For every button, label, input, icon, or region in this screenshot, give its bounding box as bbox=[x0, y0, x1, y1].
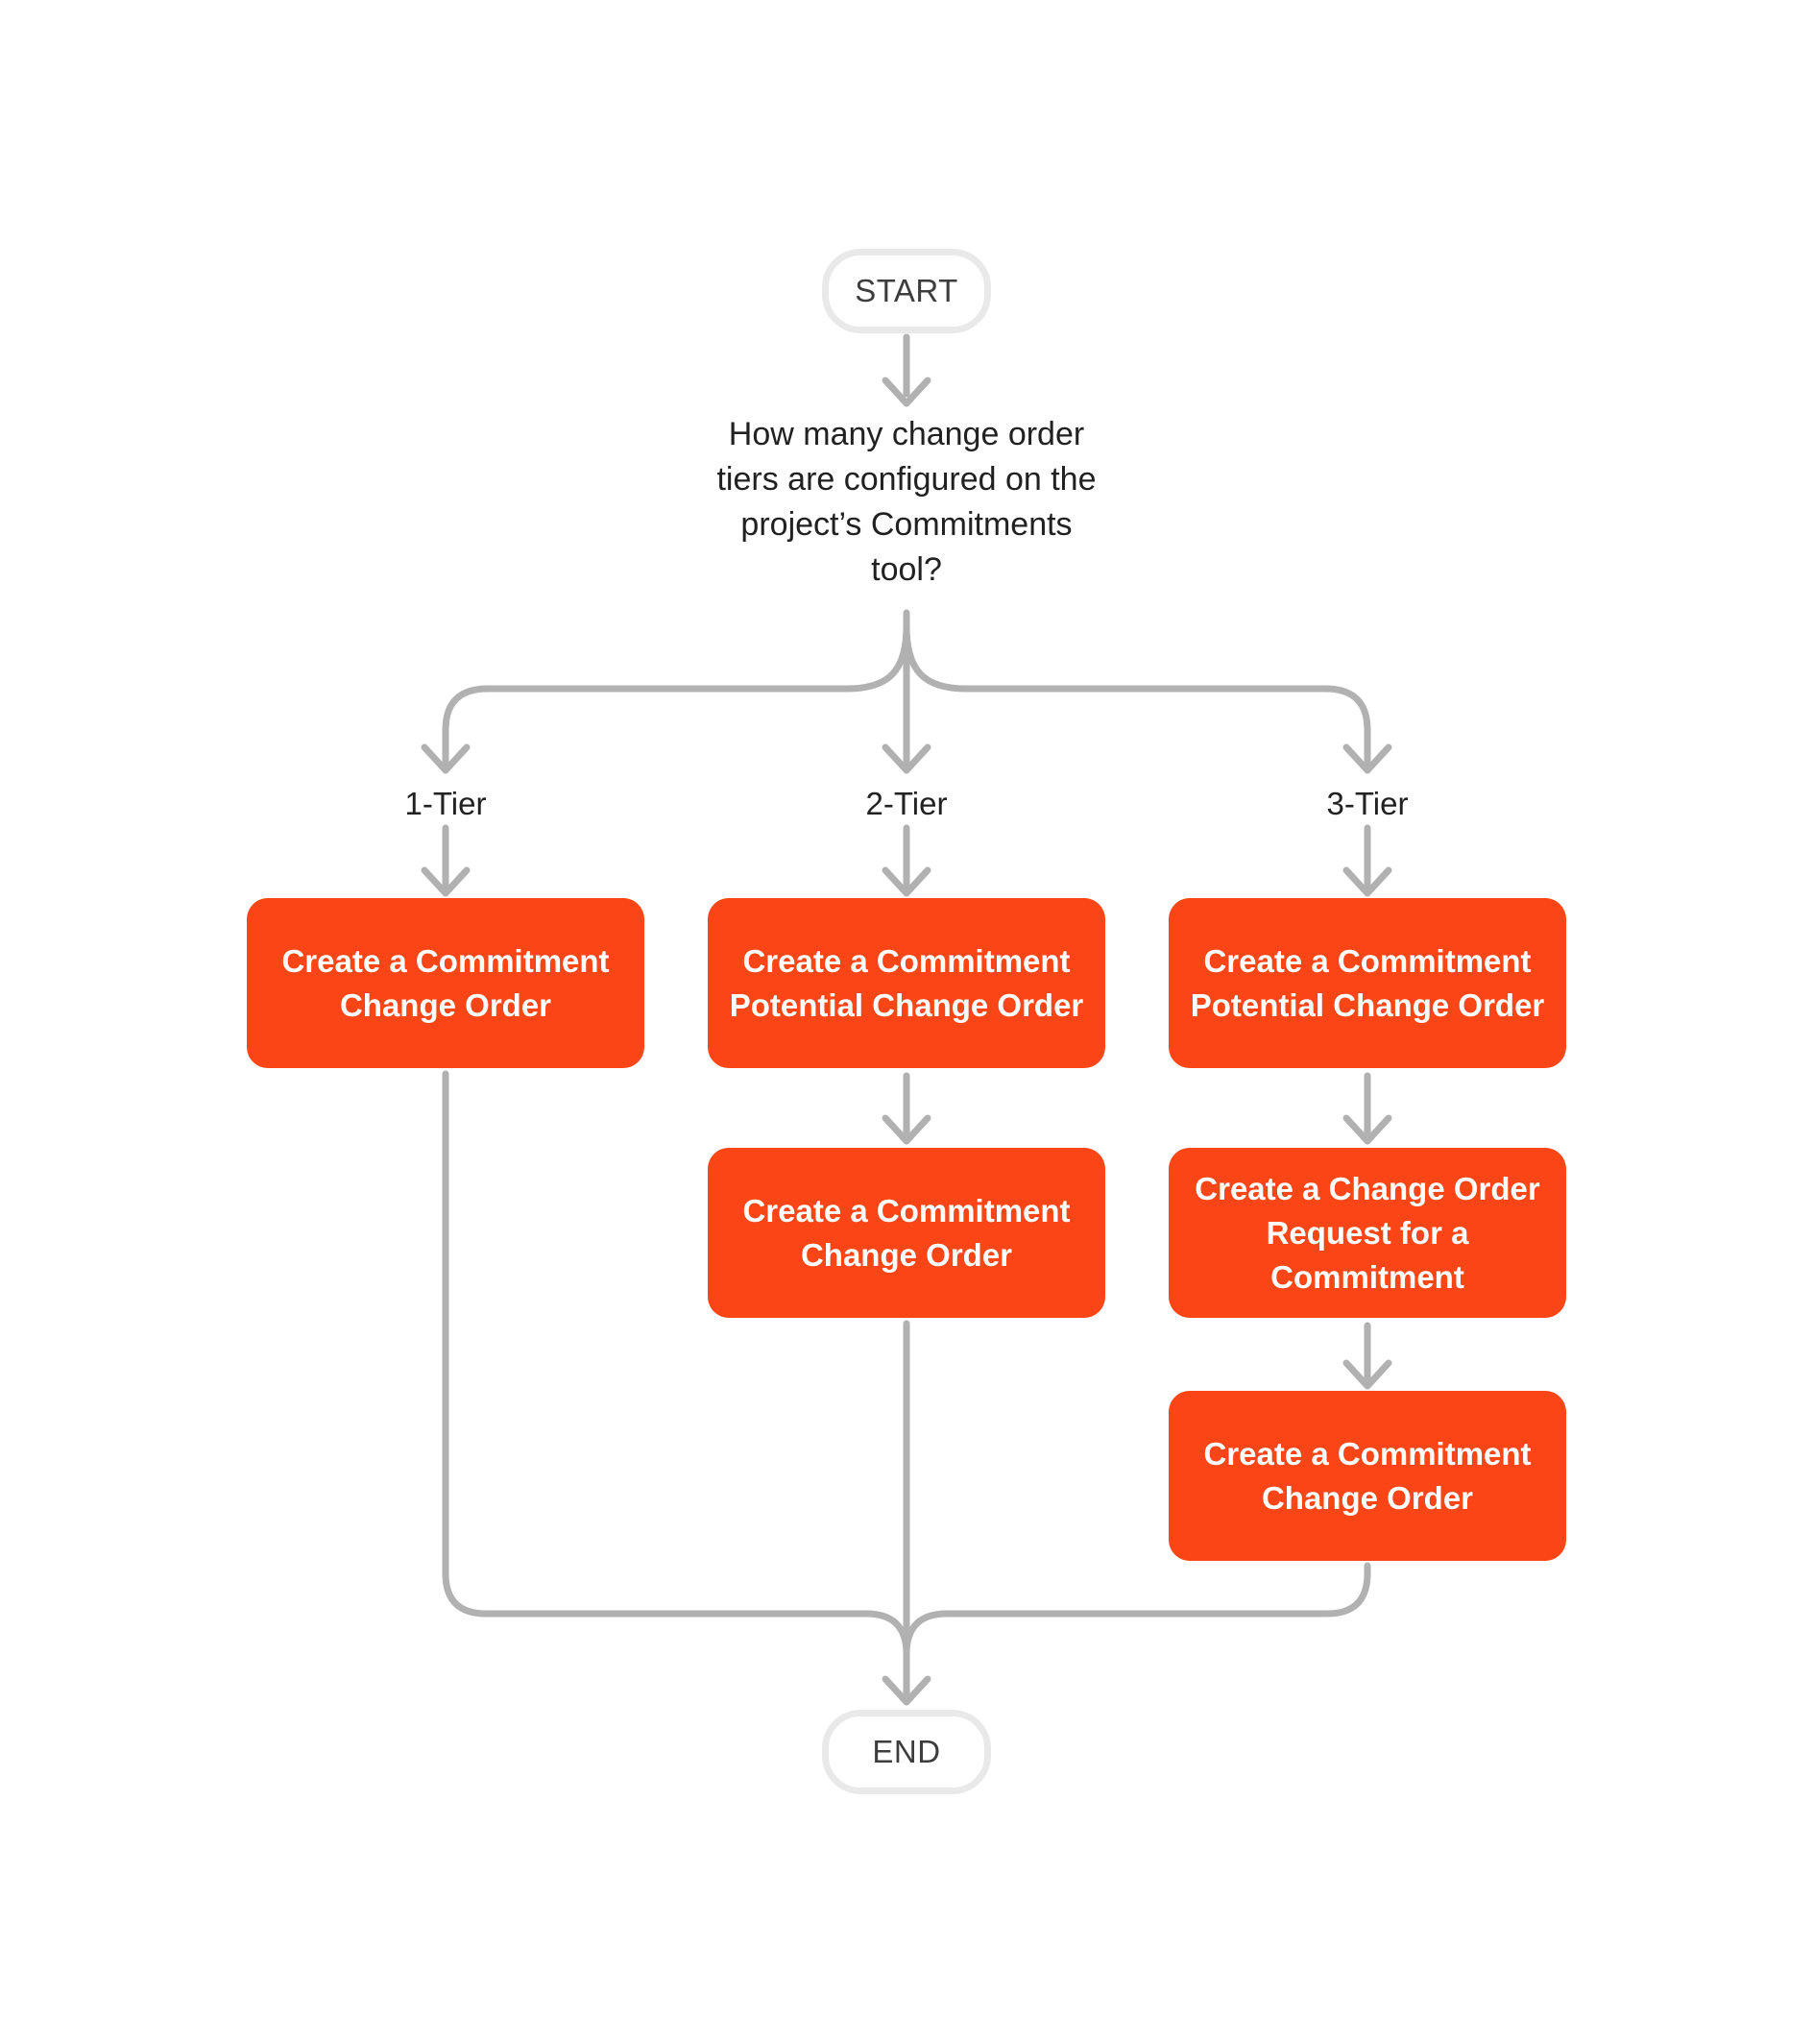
end-label: END bbox=[872, 1734, 941, 1769]
question-line: tiers are configured on the bbox=[716, 461, 1097, 498]
question-line: project’s Commitments bbox=[740, 506, 1073, 543]
step-box-1tier-commitment-change-order: Create a Commitment Change Order bbox=[247, 898, 644, 1068]
arrow-question-to-3tier bbox=[903, 622, 1392, 774]
step-text-line: Potential Change Order bbox=[729, 986, 1084, 1023]
arrow-3tier-step2-to-step3 bbox=[1342, 1322, 1392, 1390]
step-box-3tier-potential-change-order: Create a Commitment Potential Change Ord… bbox=[1169, 898, 1566, 1068]
question-line: How many change order bbox=[728, 416, 1085, 452]
step-text-line: Potential Change Order bbox=[1190, 986, 1545, 1023]
start-label: START bbox=[855, 273, 958, 308]
step-text-line: Create a Commitment bbox=[281, 942, 610, 979]
branch-label-3-tier: 3-Tier bbox=[1326, 786, 1409, 821]
arrow-start-to-question bbox=[882, 333, 931, 407]
step-box-3tier-change-order-request: Create a Change Order Request for a Comm… bbox=[1169, 1148, 1566, 1318]
connector-3tier-to-end bbox=[903, 1562, 1371, 1658]
step-text-line: Create a Commitment bbox=[742, 1192, 1071, 1229]
step-text-line: Create a Change Order bbox=[1195, 1170, 1540, 1206]
arrow-3tier-step1-to-step2 bbox=[1342, 1072, 1392, 1145]
step-box-2tier-potential-change-order: Create a Commitment Potential Change Ord… bbox=[708, 898, 1105, 1068]
start-node: START bbox=[822, 249, 991, 333]
step-text-line: Change Order bbox=[1261, 1479, 1474, 1516]
step-text-line: Create a Commitment bbox=[1203, 942, 1532, 979]
arrow-3tier-label-to-step bbox=[1342, 824, 1392, 897]
step-text-line: Create a Commitment bbox=[742, 942, 1071, 979]
step-text-line: Commitment bbox=[1270, 1258, 1464, 1295]
arrow-merge-to-end bbox=[882, 1320, 931, 1706]
arrow-1tier-label-to-step bbox=[421, 824, 471, 897]
arrow-2tier-label-to-step bbox=[882, 824, 931, 897]
connector-1tier-to-end bbox=[442, 1070, 910, 1658]
question-line: tool? bbox=[871, 551, 942, 588]
step-box-3tier-commitment-change-order: Create a Commitment Change Order bbox=[1169, 1391, 1566, 1561]
step-box-2tier-commitment-change-order: Create a Commitment Change Order bbox=[708, 1148, 1105, 1318]
decision-question: How many change order tiers are configur… bbox=[618, 412, 1195, 593]
step-text-line: Change Order bbox=[800, 1236, 1013, 1273]
end-node: END bbox=[822, 1710, 991, 1794]
step-text-line: Create a Commitment bbox=[1203, 1435, 1532, 1472]
branch-label-2-tier: 2-Tier bbox=[865, 786, 948, 821]
arrow-question-to-1tier bbox=[421, 622, 910, 774]
step-text-line: Change Order bbox=[339, 986, 552, 1023]
branch-label-1-tier: 1-Tier bbox=[404, 786, 487, 821]
arrow-2tier-step1-to-step2 bbox=[882, 1072, 931, 1145]
step-text-line: Request for a bbox=[1266, 1214, 1469, 1251]
